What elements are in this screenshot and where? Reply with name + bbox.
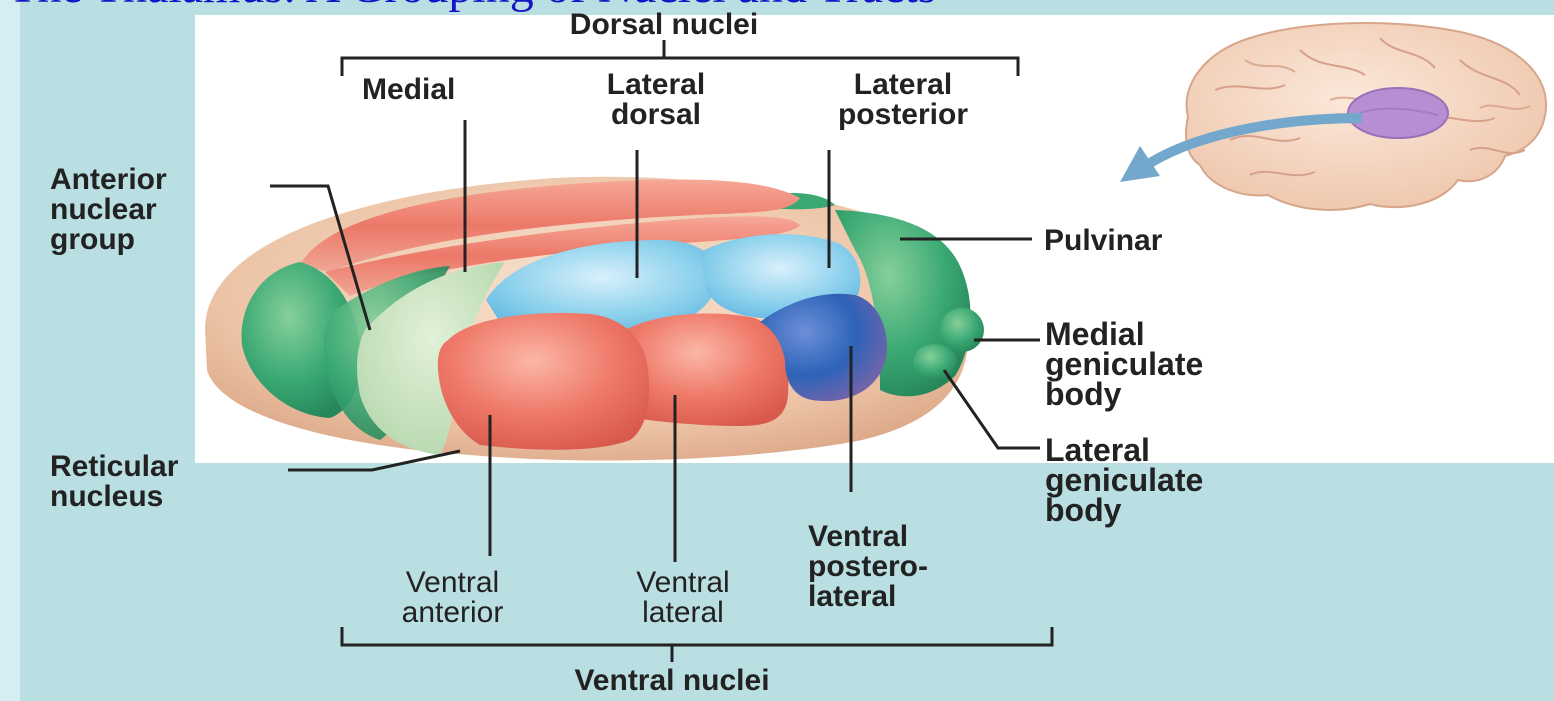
label-anterior-nuclear-group: Anterior nuclear group bbox=[50, 165, 167, 255]
label-lateral-geniculate-body: Lateral geniculate body bbox=[1045, 435, 1203, 525]
label-ventral-anterior: Ventral anterior bbox=[350, 568, 555, 628]
label-lateral-posterior: Lateral posterior bbox=[778, 70, 1028, 130]
label-pulvinar: Pulvinar bbox=[1044, 226, 1162, 256]
label-lateral-dorsal: Lateral dorsal bbox=[556, 70, 756, 130]
label-medial: Medial bbox=[362, 75, 455, 105]
label-medial-geniculate-body: Medial geniculate body bbox=[1045, 319, 1203, 409]
ventral-anterior-shape bbox=[438, 313, 649, 450]
brain-icon bbox=[1186, 23, 1546, 210]
label-dorsal-nuclei: Dorsal nuclei bbox=[484, 10, 844, 40]
label-ventral-lateral: Ventral lateral bbox=[588, 568, 778, 628]
label-reticular-nucleus: Reticular nucleus bbox=[50, 452, 178, 512]
label-ventral-nuclei: Ventral nuclei bbox=[492, 666, 852, 696]
medial-geniculate-shape bbox=[940, 308, 984, 352]
thalamus-model bbox=[205, 177, 984, 461]
lateral-geniculate-shape bbox=[913, 344, 957, 380]
label-ventral-posterolateral: Ventral postero- lateral bbox=[808, 522, 928, 612]
ventral-bracket bbox=[342, 627, 1052, 645]
